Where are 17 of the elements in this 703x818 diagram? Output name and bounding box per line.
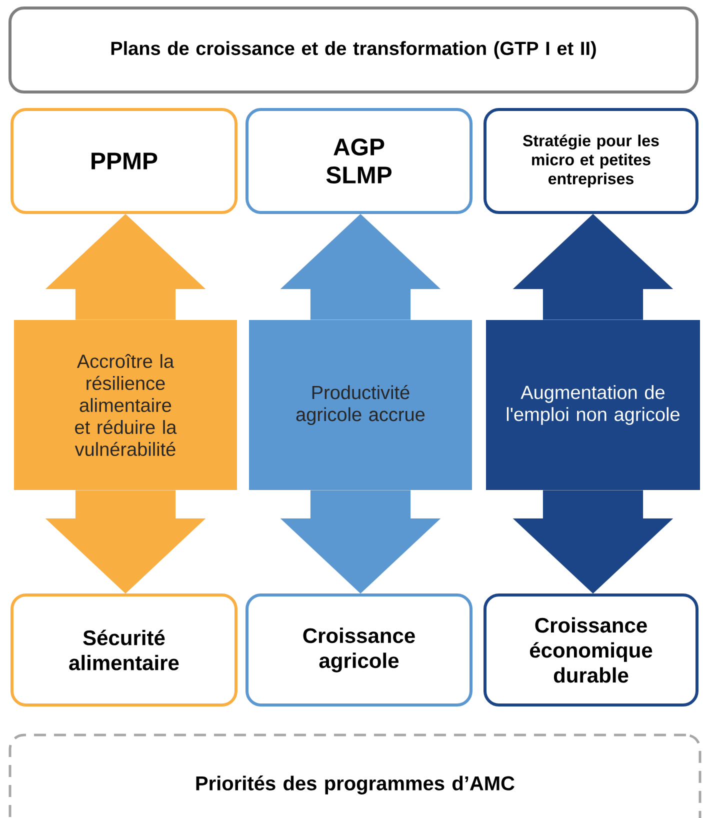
- block-arrow: [45, 490, 206, 594]
- programme-box: Stratégie pour les micro et petites entreprises: [484, 108, 698, 214]
- programme-box: AGP SLMP: [246, 108, 472, 214]
- block-arrow: [280, 490, 441, 594]
- programme-box: PPMP: [10, 108, 238, 214]
- block-arrow: [45, 214, 206, 320]
- goal-box: Sécurité alimentaire: [10, 594, 238, 706]
- outcome-block: Accroître la résilience alimentaire et réduire la vulnérabilité: [14, 320, 237, 490]
- block-arrow: [280, 214, 441, 320]
- priorities-box: Priorités des programmes d’AMC: [8, 734, 702, 818]
- block-arrow: [512, 214, 674, 320]
- title-box: Plans de croissance et de transformation (GTP I et II): [8, 6, 698, 94]
- goal-box: Croissance agricole: [246, 594, 472, 706]
- goal-box: Croissance économique durable: [484, 594, 698, 706]
- block-arrow: [512, 490, 674, 594]
- outcome-block: Productivité agricole accrue: [249, 320, 472, 490]
- outcome-block: Augmentation de l'emploi non agricole: [486, 320, 700, 490]
